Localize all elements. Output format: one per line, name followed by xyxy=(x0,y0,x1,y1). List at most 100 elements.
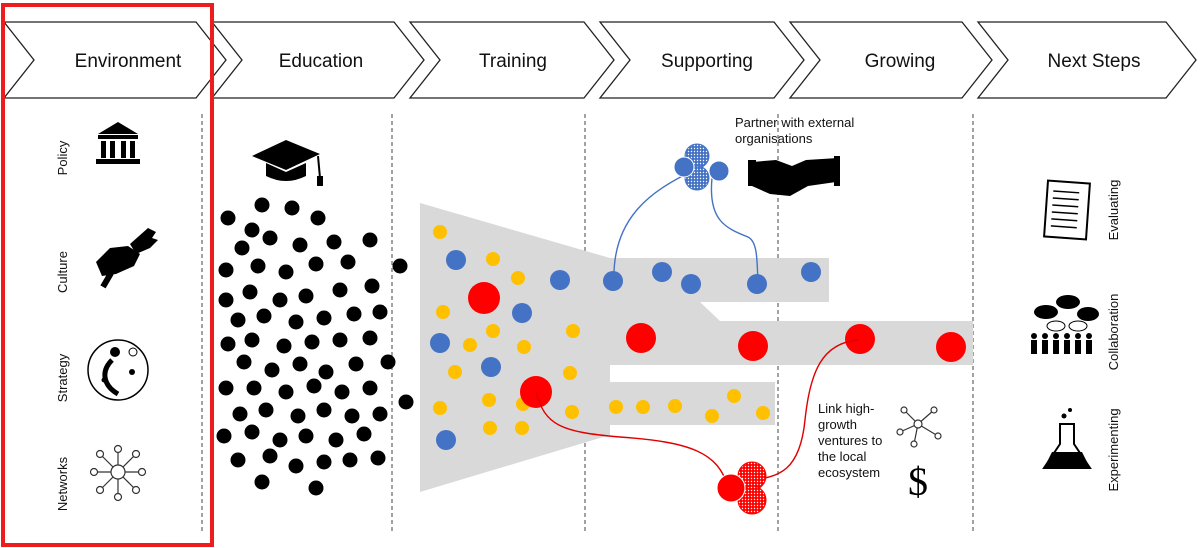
red-dot xyxy=(936,332,966,362)
black-dot xyxy=(288,314,304,330)
group-discussion-icon xyxy=(1031,295,1099,354)
black-dot xyxy=(362,380,378,396)
black-dot xyxy=(276,338,292,354)
blue-dot xyxy=(446,250,466,270)
yellow-dot xyxy=(727,389,741,403)
black-dot xyxy=(356,426,372,442)
blue-dot xyxy=(512,303,532,323)
yellow-dot xyxy=(448,365,462,379)
black-dot xyxy=(316,454,332,470)
env-label-culture: Culture xyxy=(55,251,70,293)
black-dot xyxy=(348,356,364,372)
yellow-dot xyxy=(463,338,477,352)
yellow-dot xyxy=(705,409,719,423)
pipeline-bottom xyxy=(605,382,775,425)
blue-dot xyxy=(550,270,570,290)
blue-dot xyxy=(652,262,672,282)
link-note-line-1: Link high- xyxy=(818,401,874,416)
black-dot xyxy=(254,474,270,490)
yellow-dot xyxy=(636,400,650,414)
next-label-collaboration: Collaboration xyxy=(1106,294,1121,371)
blue-connector xyxy=(710,177,759,285)
yellow-dot xyxy=(566,324,580,338)
next-label-experimenting: Experimenting xyxy=(1106,408,1121,491)
network-people-icon xyxy=(89,444,147,502)
black-dot xyxy=(272,432,288,448)
black-dot xyxy=(264,362,280,378)
blue-dot xyxy=(801,262,821,282)
black-dot xyxy=(284,200,300,216)
black-dot xyxy=(236,354,252,370)
env-label-policy: Policy xyxy=(55,140,70,175)
yellow-dot xyxy=(433,401,447,415)
black-dot xyxy=(308,480,324,496)
blue-connector xyxy=(613,171,691,282)
blue-dot xyxy=(436,430,456,450)
yellow-dot xyxy=(668,399,682,413)
black-dot xyxy=(258,402,274,418)
black-dot xyxy=(278,264,294,280)
blue-cluster-icon xyxy=(673,143,730,191)
black-dot xyxy=(232,406,248,422)
black-dot xyxy=(220,336,236,352)
black-dot xyxy=(332,282,348,298)
flask-icon xyxy=(1042,408,1092,469)
black-dot xyxy=(362,330,378,346)
black-dot xyxy=(288,458,304,474)
black-dot xyxy=(372,304,388,320)
black-dot xyxy=(262,448,278,464)
black-dot xyxy=(308,256,324,272)
yellow-dot xyxy=(483,421,497,435)
government-building-icon xyxy=(96,122,140,164)
black-dot xyxy=(332,332,348,348)
stage-label-training: Training xyxy=(479,51,547,72)
black-dot xyxy=(256,308,272,324)
black-dot xyxy=(262,230,278,246)
next-label-evaluating: Evaluating xyxy=(1106,180,1121,241)
yellow-dot xyxy=(511,271,525,285)
black-dot xyxy=(220,210,236,226)
black-dot xyxy=(316,402,332,418)
link-note-line-2: growth xyxy=(818,417,857,432)
partner-note-line-2: organisations xyxy=(735,131,813,146)
yellow-dot xyxy=(486,324,500,338)
blue-dot xyxy=(603,271,623,291)
stage-label-growing: Growing xyxy=(865,51,936,72)
black-dot xyxy=(398,394,414,410)
stage-chevrons: Environment Education Training Supportin… xyxy=(2,21,1197,99)
yellow-dot xyxy=(436,305,450,319)
black-dot xyxy=(380,354,396,370)
black-dot xyxy=(242,284,258,300)
environment-column: Policy Culture Strategy Networks xyxy=(55,122,158,511)
black-dot xyxy=(372,406,388,422)
network-icon xyxy=(896,406,942,448)
black-dot xyxy=(298,428,314,444)
black-dot xyxy=(250,258,266,274)
black-dot xyxy=(218,380,234,396)
yellow-dot xyxy=(517,340,531,354)
env-label-strategy: Strategy xyxy=(55,353,70,402)
black-dot xyxy=(362,232,378,248)
red-dot xyxy=(468,282,500,314)
stage-label-supporting: Supporting xyxy=(661,51,753,72)
pipeline-middle xyxy=(605,302,973,365)
black-dot xyxy=(318,364,334,380)
black-dot xyxy=(244,332,260,348)
chevron-supporting: Supporting xyxy=(598,21,805,99)
yellow-dot xyxy=(563,366,577,380)
link-note-line-5: ecosystem xyxy=(818,465,880,480)
black-dot xyxy=(244,222,260,238)
environment-highlight-frame xyxy=(1,3,214,547)
chevron-next-steps: Next Steps xyxy=(976,21,1197,99)
black-dot xyxy=(342,452,358,468)
black-dot xyxy=(364,278,380,294)
stage-label-next-steps: Next Steps xyxy=(1048,51,1141,72)
strategy-map-icon xyxy=(87,339,149,401)
yellow-dot xyxy=(482,393,496,407)
dots-layer xyxy=(216,197,966,496)
black-dot xyxy=(218,262,234,278)
black-dot xyxy=(290,408,306,424)
black-dot xyxy=(234,240,250,256)
yellow-dot xyxy=(486,252,500,266)
